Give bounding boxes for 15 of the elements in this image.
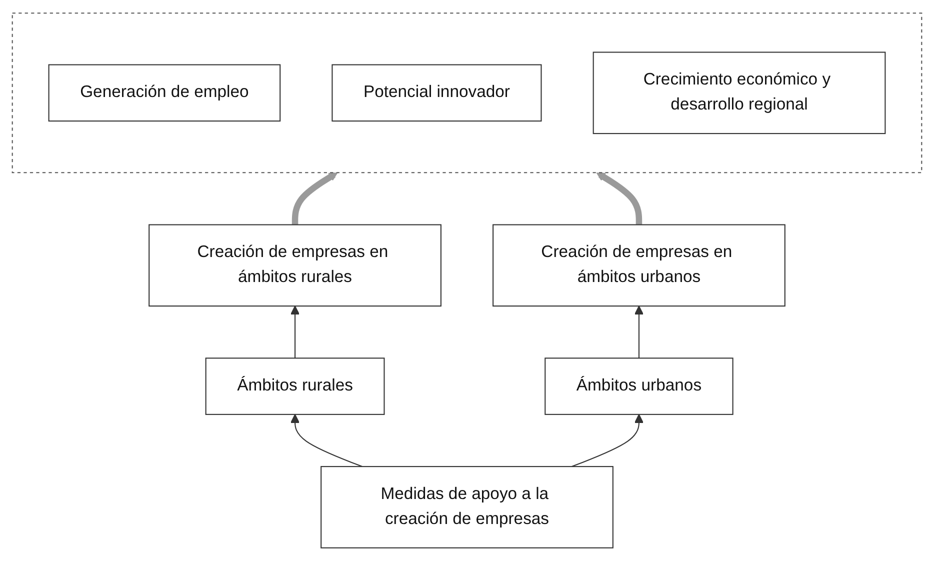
cluster — [12, 12, 922, 174]
node-box: Crecimiento económico y desarrollo regional — [592, 52, 886, 134]
node-box: Ámbitos rurales — [205, 358, 385, 415]
arrow — [572, 414, 644, 468]
node-box: Creación de empresas en ámbitos rurales — [148, 224, 442, 307]
node-box: Creación de empresas en ámbitos urbanos — [492, 224, 786, 307]
node-box: Generación de empleo — [48, 64, 281, 122]
arrow — [596, 172, 642, 225]
node-box: Ámbitos urbanos — [544, 358, 734, 415]
node-box: Potencial innovador — [332, 64, 542, 122]
node-box: Medidas de apoyo a la creación de empresas — [320, 466, 614, 548]
arrow — [634, 306, 644, 358]
arrow — [292, 172, 338, 225]
arrow — [290, 414, 362, 468]
arrow — [290, 306, 300, 358]
